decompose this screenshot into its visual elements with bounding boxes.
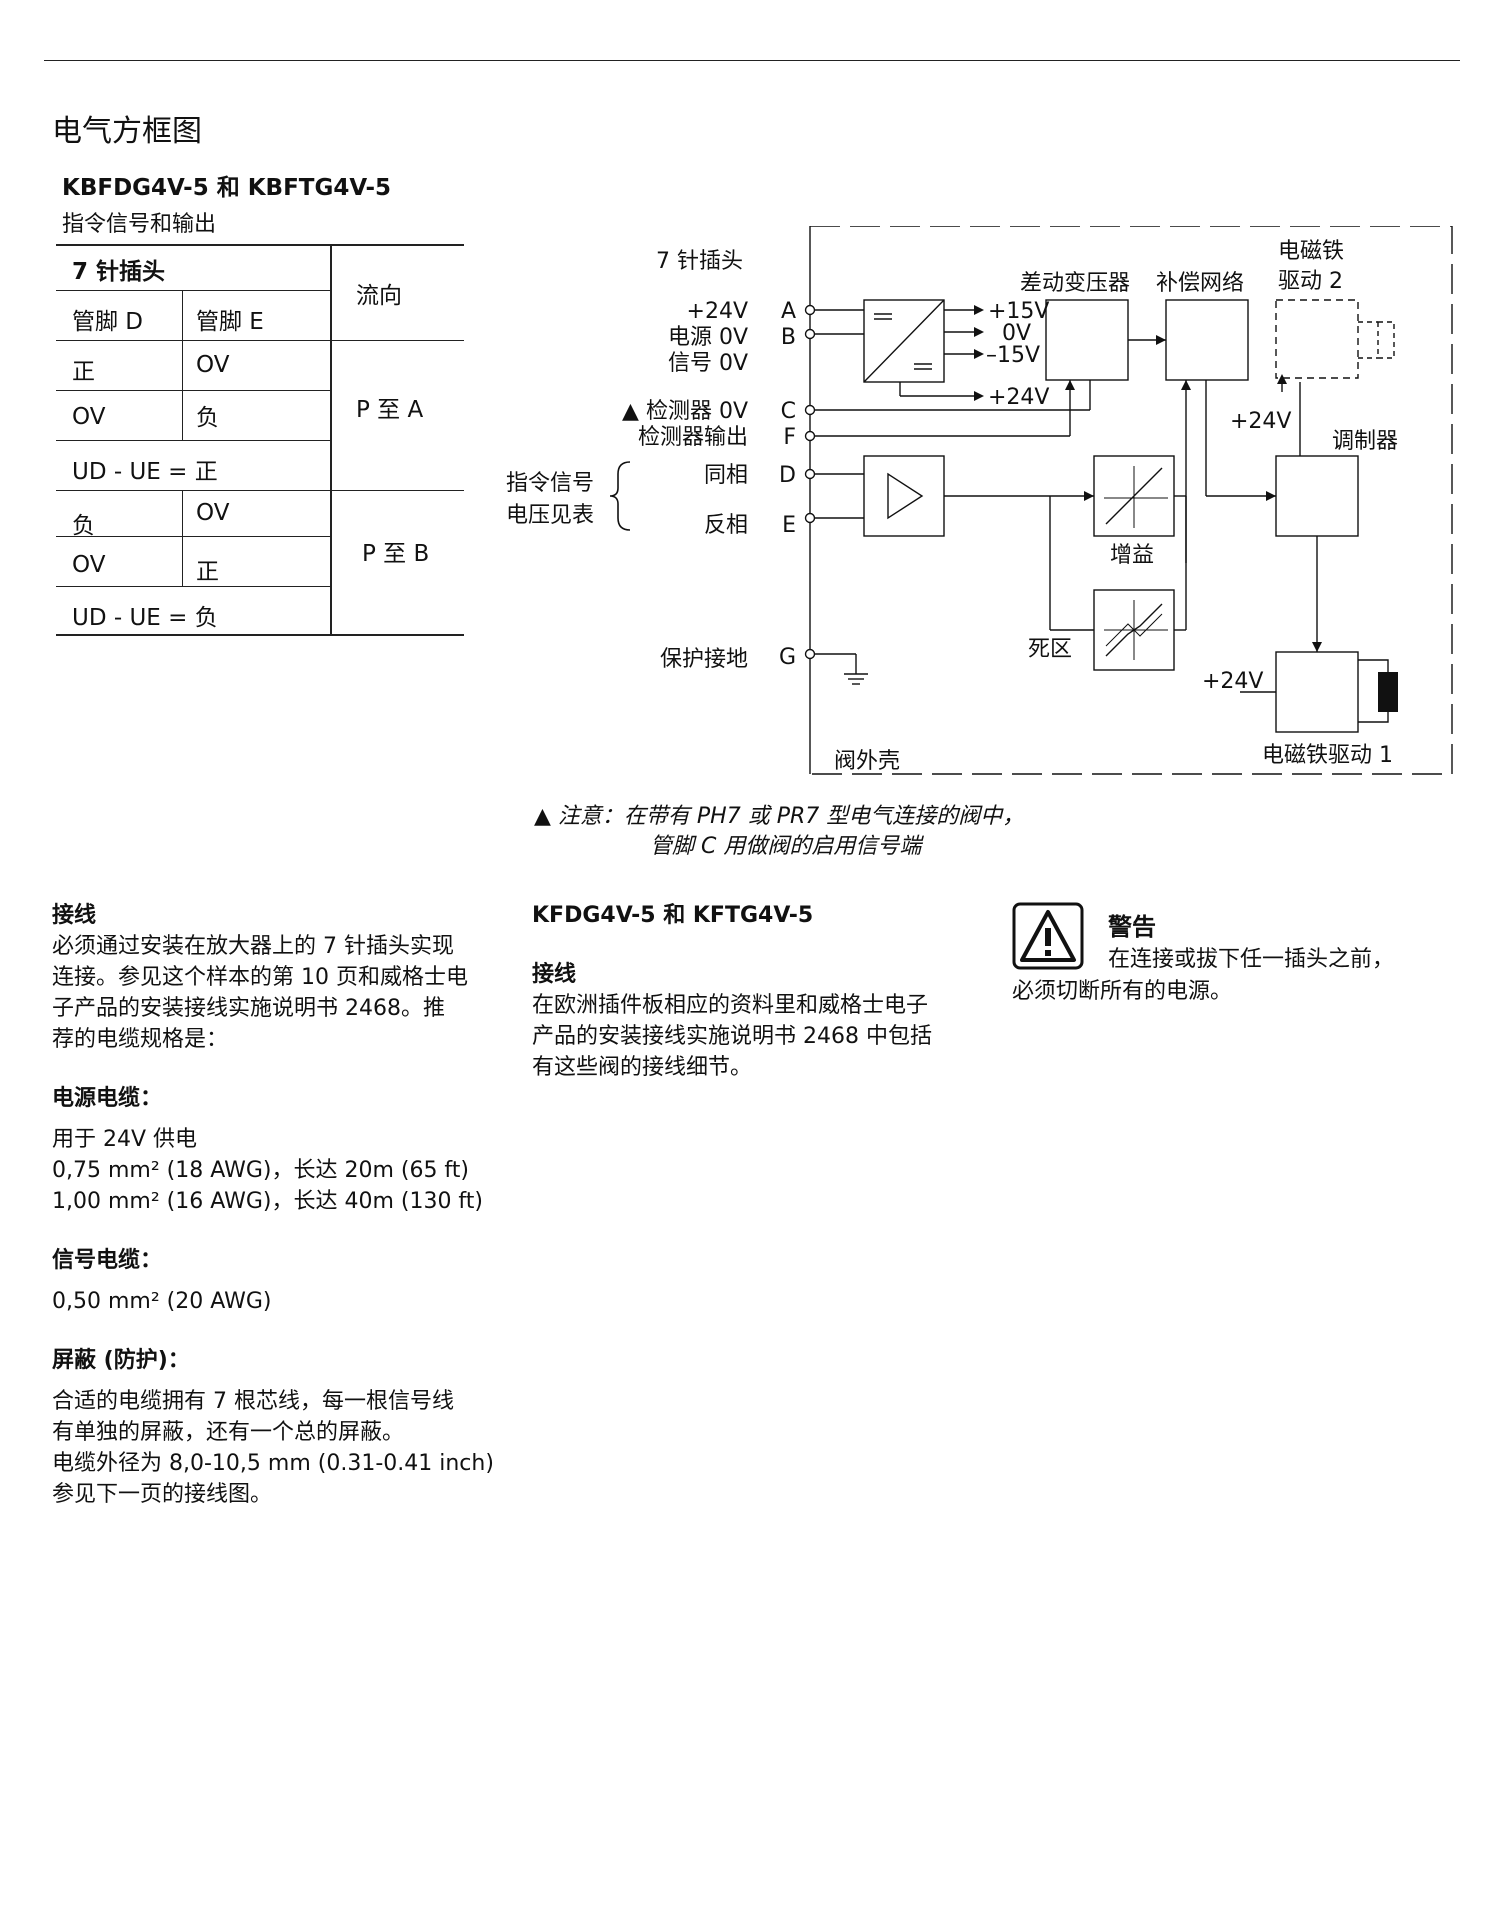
power-cable-heading: 电源电缆： — [52, 1086, 163, 1111]
label-cmd-signal: 指令信号 — [506, 471, 594, 496]
gain-label: 增益 — [1110, 543, 1154, 568]
deadband-label: 死区 — [1028, 637, 1072, 662]
wiring-body-line: 连接。参见这个样本的第 10 页和威格士电 — [52, 965, 468, 990]
shield-line: 有单独的屏蔽，还有一个总的屏蔽。 — [52, 1420, 405, 1445]
formula-a: UD - UE = 正 — [72, 459, 218, 485]
wiring-body-line: 荐的电缆规格是： — [52, 1027, 229, 1052]
power-cable-line: 0,75 mm² (18 AWG)，长达 20m (65 ft) — [52, 1158, 470, 1183]
row1-d: 正 — [72, 359, 95, 385]
kfdg-heading: KFDG4V-5 和 KFTG4V-5 — [532, 903, 814, 928]
power-cable-line: 1,00 mm² (16 AWG)，长达 40m (130 ft) — [52, 1189, 483, 1214]
signal-cable-line: 0,50 mm² (20 AWG) — [52, 1289, 272, 1314]
direction-b: P 至 B — [362, 541, 430, 567]
label-24v: +24V — [687, 299, 748, 324]
pin-f: F — [783, 425, 796, 450]
warning-heading: 警告 — [1108, 913, 1156, 941]
kfdg-subheading: 接线 — [532, 962, 577, 987]
row3-e: OV — [196, 500, 230, 526]
shield-line: 参见下一页的接线图。 — [52, 1482, 273, 1507]
housing-label: 阀外壳 — [834, 749, 900, 774]
shield-line: 合适的电缆拥有 7 根芯线，每一根信号线 — [52, 1389, 454, 1414]
note-line-1: ▲ 注意：在带有 PH7 或 PR7 型电气连接的阀中， — [534, 804, 1025, 829]
wiring-section: 接线 必须通过安装在放大器上的 7 针插头实现 连接。参见这个样本的第 10 页… — [52, 900, 522, 1510]
solenoid2-label-1: 电磁铁 — [1278, 239, 1344, 264]
driver1-24v: +24V — [1202, 669, 1263, 694]
modulator-label: 调制器 — [1332, 429, 1398, 454]
label-power-0v: 电源 0V — [668, 325, 748, 350]
label-inverting: 反相 — [704, 513, 748, 538]
supply-0v: 0V — [1002, 321, 1031, 346]
wiring-body-line: 必须通过安装在放大器上的 7 针插头实现 — [52, 934, 454, 959]
wiring-heading: 接线 — [52, 903, 97, 928]
pin-a: A — [781, 299, 796, 324]
note-line-2: 管脚 C 用做阀的启用信号端 — [650, 834, 922, 859]
pin-d: D — [779, 463, 796, 488]
kfdg-body-line: 在欧洲插件板相应的资料里和威格士电子 — [532, 993, 929, 1018]
direction-a: P 至 A — [356, 397, 424, 423]
label-noninverting: 同相 — [704, 463, 748, 488]
signal-cable-heading: 信号电缆： — [52, 1248, 163, 1273]
kfdg-body-line: 有这些阀的接线细节。 — [532, 1055, 753, 1080]
label-detector-out: 检测器输出 — [638, 425, 748, 450]
compensation-label: 补偿网络 — [1156, 271, 1244, 296]
label-cmd-voltage: 电压见表 — [506, 503, 594, 528]
header-direction: 流向 — [356, 283, 402, 309]
header-pin-d: 管脚 D — [72, 309, 144, 335]
warning-line-1: 在连接或拔下任一插头之前， — [1108, 947, 1395, 972]
pin-b: B — [781, 325, 796, 350]
block-diagram: 7 针插头 +24V 电源 0V 信号 0V ▲ 检测器 0V 检测器输出 同相… — [506, 226, 1453, 775]
header-pin-e: 管脚 E — [196, 309, 264, 335]
page-title: 电气方框图 — [52, 114, 202, 149]
row3-d: 负 — [72, 513, 95, 539]
pin-g: G — [779, 645, 796, 670]
modulator-24v: +24V — [1230, 409, 1291, 434]
row2-e: 负 — [196, 405, 219, 431]
solenoid1-label: 电磁铁驱动 1 — [1262, 743, 1393, 768]
shield-line: 电缆外径为 8,0-10,5 mm (0.31-0.41 inch) — [52, 1451, 494, 1476]
supply-minus15v: –15V — [986, 343, 1040, 368]
power-cable-line: 用于 24V 供电 — [52, 1127, 198, 1152]
supply-15v: +15V — [988, 299, 1049, 324]
kfdg-section: KFDG4V-5 和 KFTG4V-5 接线 在欧洲插件板相应的资料里和威格士电… — [532, 900, 992, 1083]
model-heading: KBFDG4V-5 和 KBFTG4V-5 — [62, 175, 392, 201]
row4-e: 正 — [196, 559, 219, 585]
supply-24v: +24V — [988, 385, 1049, 410]
warning-line-2: 必须切断所有的电源。 — [1012, 979, 1233, 1004]
top-rule — [44, 60, 1460, 61]
command-signal-table: 7 针插头 流向 管脚 D 管脚 E 正 OV OV 负 UD - UE = 正… — [56, 244, 464, 636]
warning-icon — [1012, 902, 1084, 970]
row4-d: OV — [72, 552, 106, 578]
table-heading: 指令信号和输出 — [62, 212, 217, 237]
row2-d: OV — [72, 404, 106, 430]
label-detector-0v: ▲ 检测器 0V — [622, 399, 748, 424]
header-plug: 7 针插头 — [72, 259, 166, 285]
wiring-body-line: 子产品的安装接线实施说明书 2468。推 — [52, 996, 445, 1021]
row1-e: OV — [196, 352, 230, 378]
pin-c: C — [781, 399, 796, 424]
plug-label: 7 针插头 — [656, 249, 743, 274]
formula-b: UD - UE = 负 — [72, 605, 218, 631]
shield-heading: 屏蔽 (防护)： — [52, 1348, 190, 1373]
solenoid2-label-2: 驱动 2 — [1278, 269, 1343, 294]
label-ground: 保护接地 — [660, 647, 748, 672]
lvdt-label: 差动变压器 — [1020, 271, 1130, 296]
pin-e: E — [782, 513, 796, 538]
kfdg-body-line: 产品的安装接线实施说明书 2468 中包括 — [532, 1024, 932, 1049]
label-signal-0v: 信号 0V — [668, 351, 748, 376]
